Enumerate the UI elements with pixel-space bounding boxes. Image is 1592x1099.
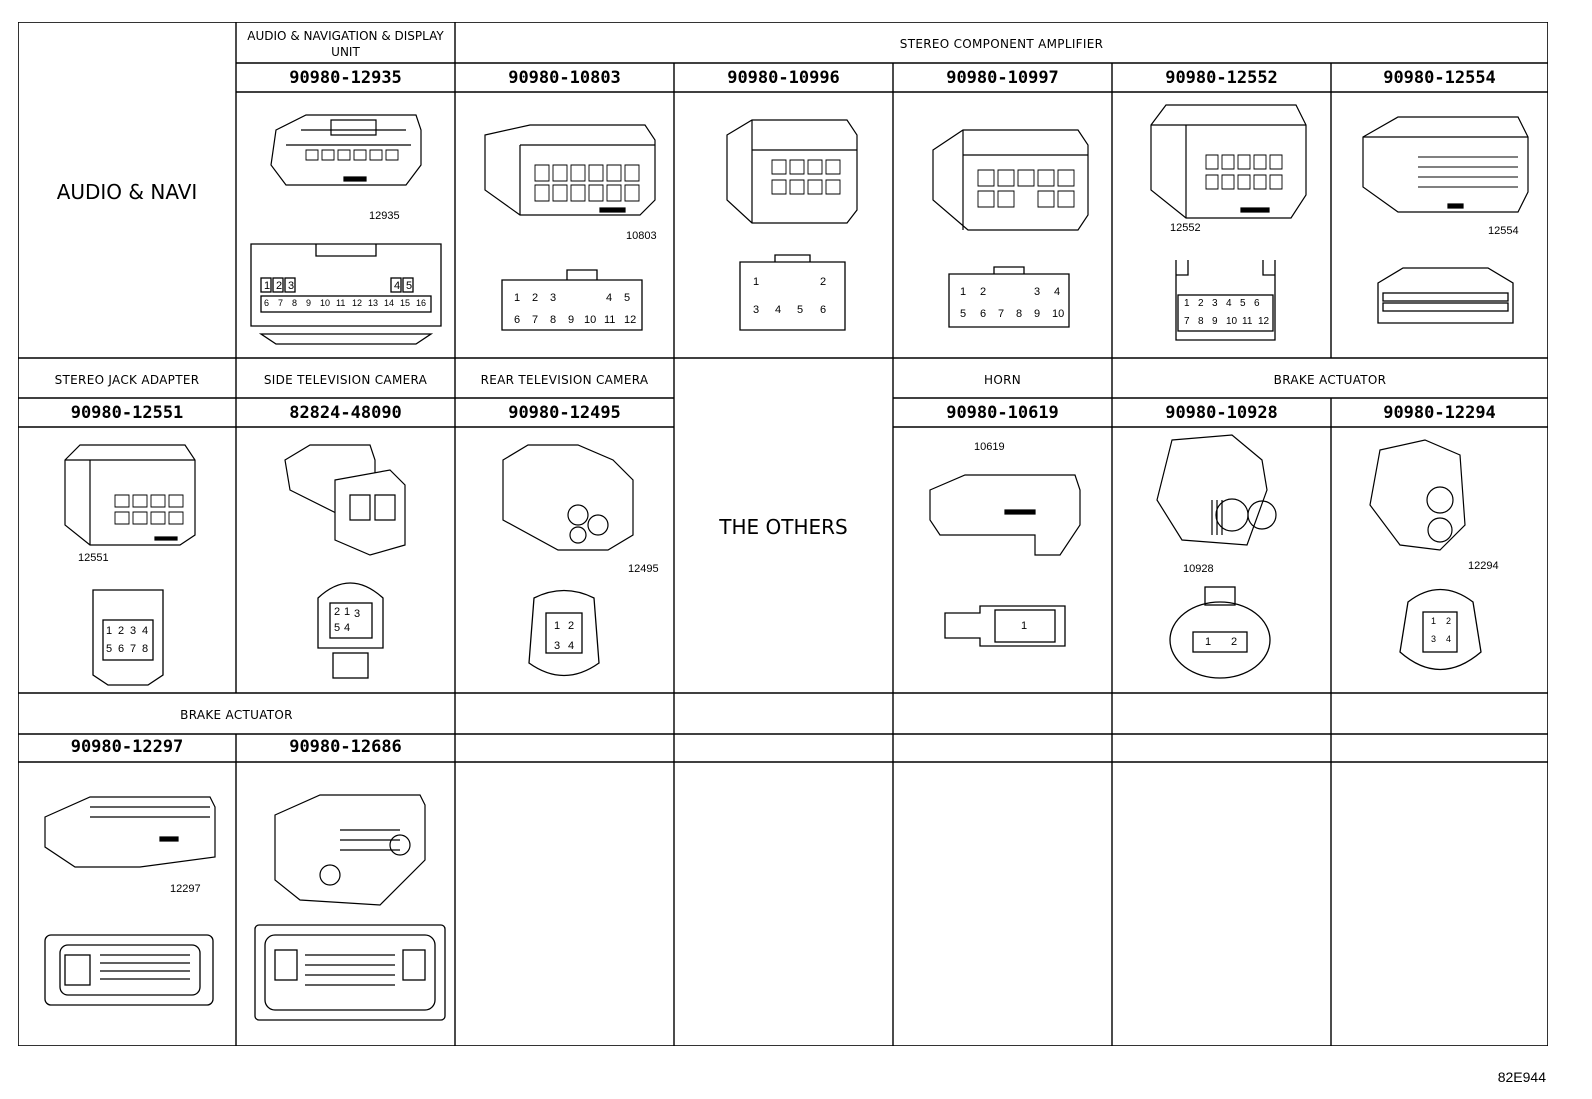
connector-10996-illustration xyxy=(722,115,862,230)
connector-12297-illustration xyxy=(40,792,220,907)
header-horn: HORN xyxy=(984,373,1021,387)
header-audio-nav-unit: AUDIO & NAVIGATION & DISPLAY UNIT xyxy=(247,29,444,59)
connector-48090-pinout xyxy=(313,578,388,683)
part-number: 90980-10619 xyxy=(946,403,1059,423)
connector-10996-pinout xyxy=(735,250,850,340)
connector-12935-pinout xyxy=(246,236,446,351)
callout-label: 12297 xyxy=(170,883,201,895)
connector-12495-pinout xyxy=(524,588,604,686)
section-label-audio-navi: AUDIO & NAVI xyxy=(56,180,198,204)
connector-12686-illustration xyxy=(270,790,430,910)
connector-10997-illustration xyxy=(928,125,1093,245)
connector-12552-pinout xyxy=(1168,255,1283,350)
part-number: 90980-12935 xyxy=(289,68,402,88)
pin-labels-10619: 1 xyxy=(1021,620,1028,632)
callout-label: 12551 xyxy=(78,552,109,564)
figure-code: 82E944 xyxy=(1497,1069,1546,1085)
connector-12935-illustration xyxy=(246,110,446,350)
part-number: 90980-12297 xyxy=(70,737,184,757)
connector-12495-illustration xyxy=(498,440,648,560)
part-number: 90980-10803 xyxy=(508,68,621,88)
part-number: 90980-12686 xyxy=(289,737,402,757)
connector-10619-pinout xyxy=(940,598,1080,658)
connector-10803-pinout xyxy=(497,265,647,345)
part-number: 90980-10997 xyxy=(946,68,1059,88)
connector-12551-pinout xyxy=(88,585,168,690)
connector-12552-illustration xyxy=(1146,100,1311,230)
callout-label: 12554 xyxy=(1488,225,1519,237)
connector-12554-illustration xyxy=(1358,112,1533,222)
callout-label: 10928 xyxy=(1183,563,1214,575)
callout-label: 12552 xyxy=(1170,222,1201,234)
part-number: 90980-12551 xyxy=(70,403,184,423)
header-brake-actuator-2: BRAKE ACTUATOR xyxy=(180,708,293,722)
connector-12294-pinout xyxy=(1393,582,1488,687)
part-number: 90980-10996 xyxy=(727,68,840,88)
part-number: 82824-48090 xyxy=(289,403,402,423)
connector-10928-pinout xyxy=(1165,582,1275,682)
part-number: 90980-12495 xyxy=(508,403,621,423)
connector-12554-pinout xyxy=(1373,263,1518,338)
the-others-label: THE OTHERS xyxy=(719,515,848,539)
connector-12686-pinout xyxy=(250,920,450,1025)
header-stereo-jack-adapter: STEREO JACK ADAPTER xyxy=(54,373,200,387)
part-number: 90980-12552 xyxy=(1165,68,1278,88)
connector-48090-illustration xyxy=(280,440,415,560)
part-number: 90980-10928 xyxy=(1165,403,1278,423)
connector-10619-illustration xyxy=(925,470,1085,565)
callout-label: 12294 xyxy=(1468,560,1499,572)
callout-label: 10803 xyxy=(626,230,657,242)
connector-12297-pinout xyxy=(40,930,218,1010)
callout-label: 10619 xyxy=(974,441,1005,453)
connector-12551-illustration xyxy=(60,440,200,550)
connector-10997-pinout xyxy=(944,262,1074,342)
callout-label: 12935 xyxy=(369,210,400,222)
part-number: 90980-12554 xyxy=(1383,68,1496,88)
header-stereo-amplifier: STEREO COMPONENT AMPLIFIER xyxy=(899,37,1104,51)
header-rear-tv-camera: REAR TELEVISION CAMERA xyxy=(480,373,649,387)
part-number: 90980-12294 xyxy=(1383,403,1496,423)
connector-10803-illustration xyxy=(480,120,660,240)
table-grid xyxy=(18,22,1548,1046)
callout-label: 12495 xyxy=(628,563,659,575)
header-brake-actuator: BRAKE ACTUATOR xyxy=(1273,373,1387,387)
connector-12294-illustration xyxy=(1365,435,1475,560)
connector-10928-illustration xyxy=(1152,430,1292,565)
header-side-tv-camera: SIDE TELEVISION CAMERA xyxy=(263,373,428,387)
